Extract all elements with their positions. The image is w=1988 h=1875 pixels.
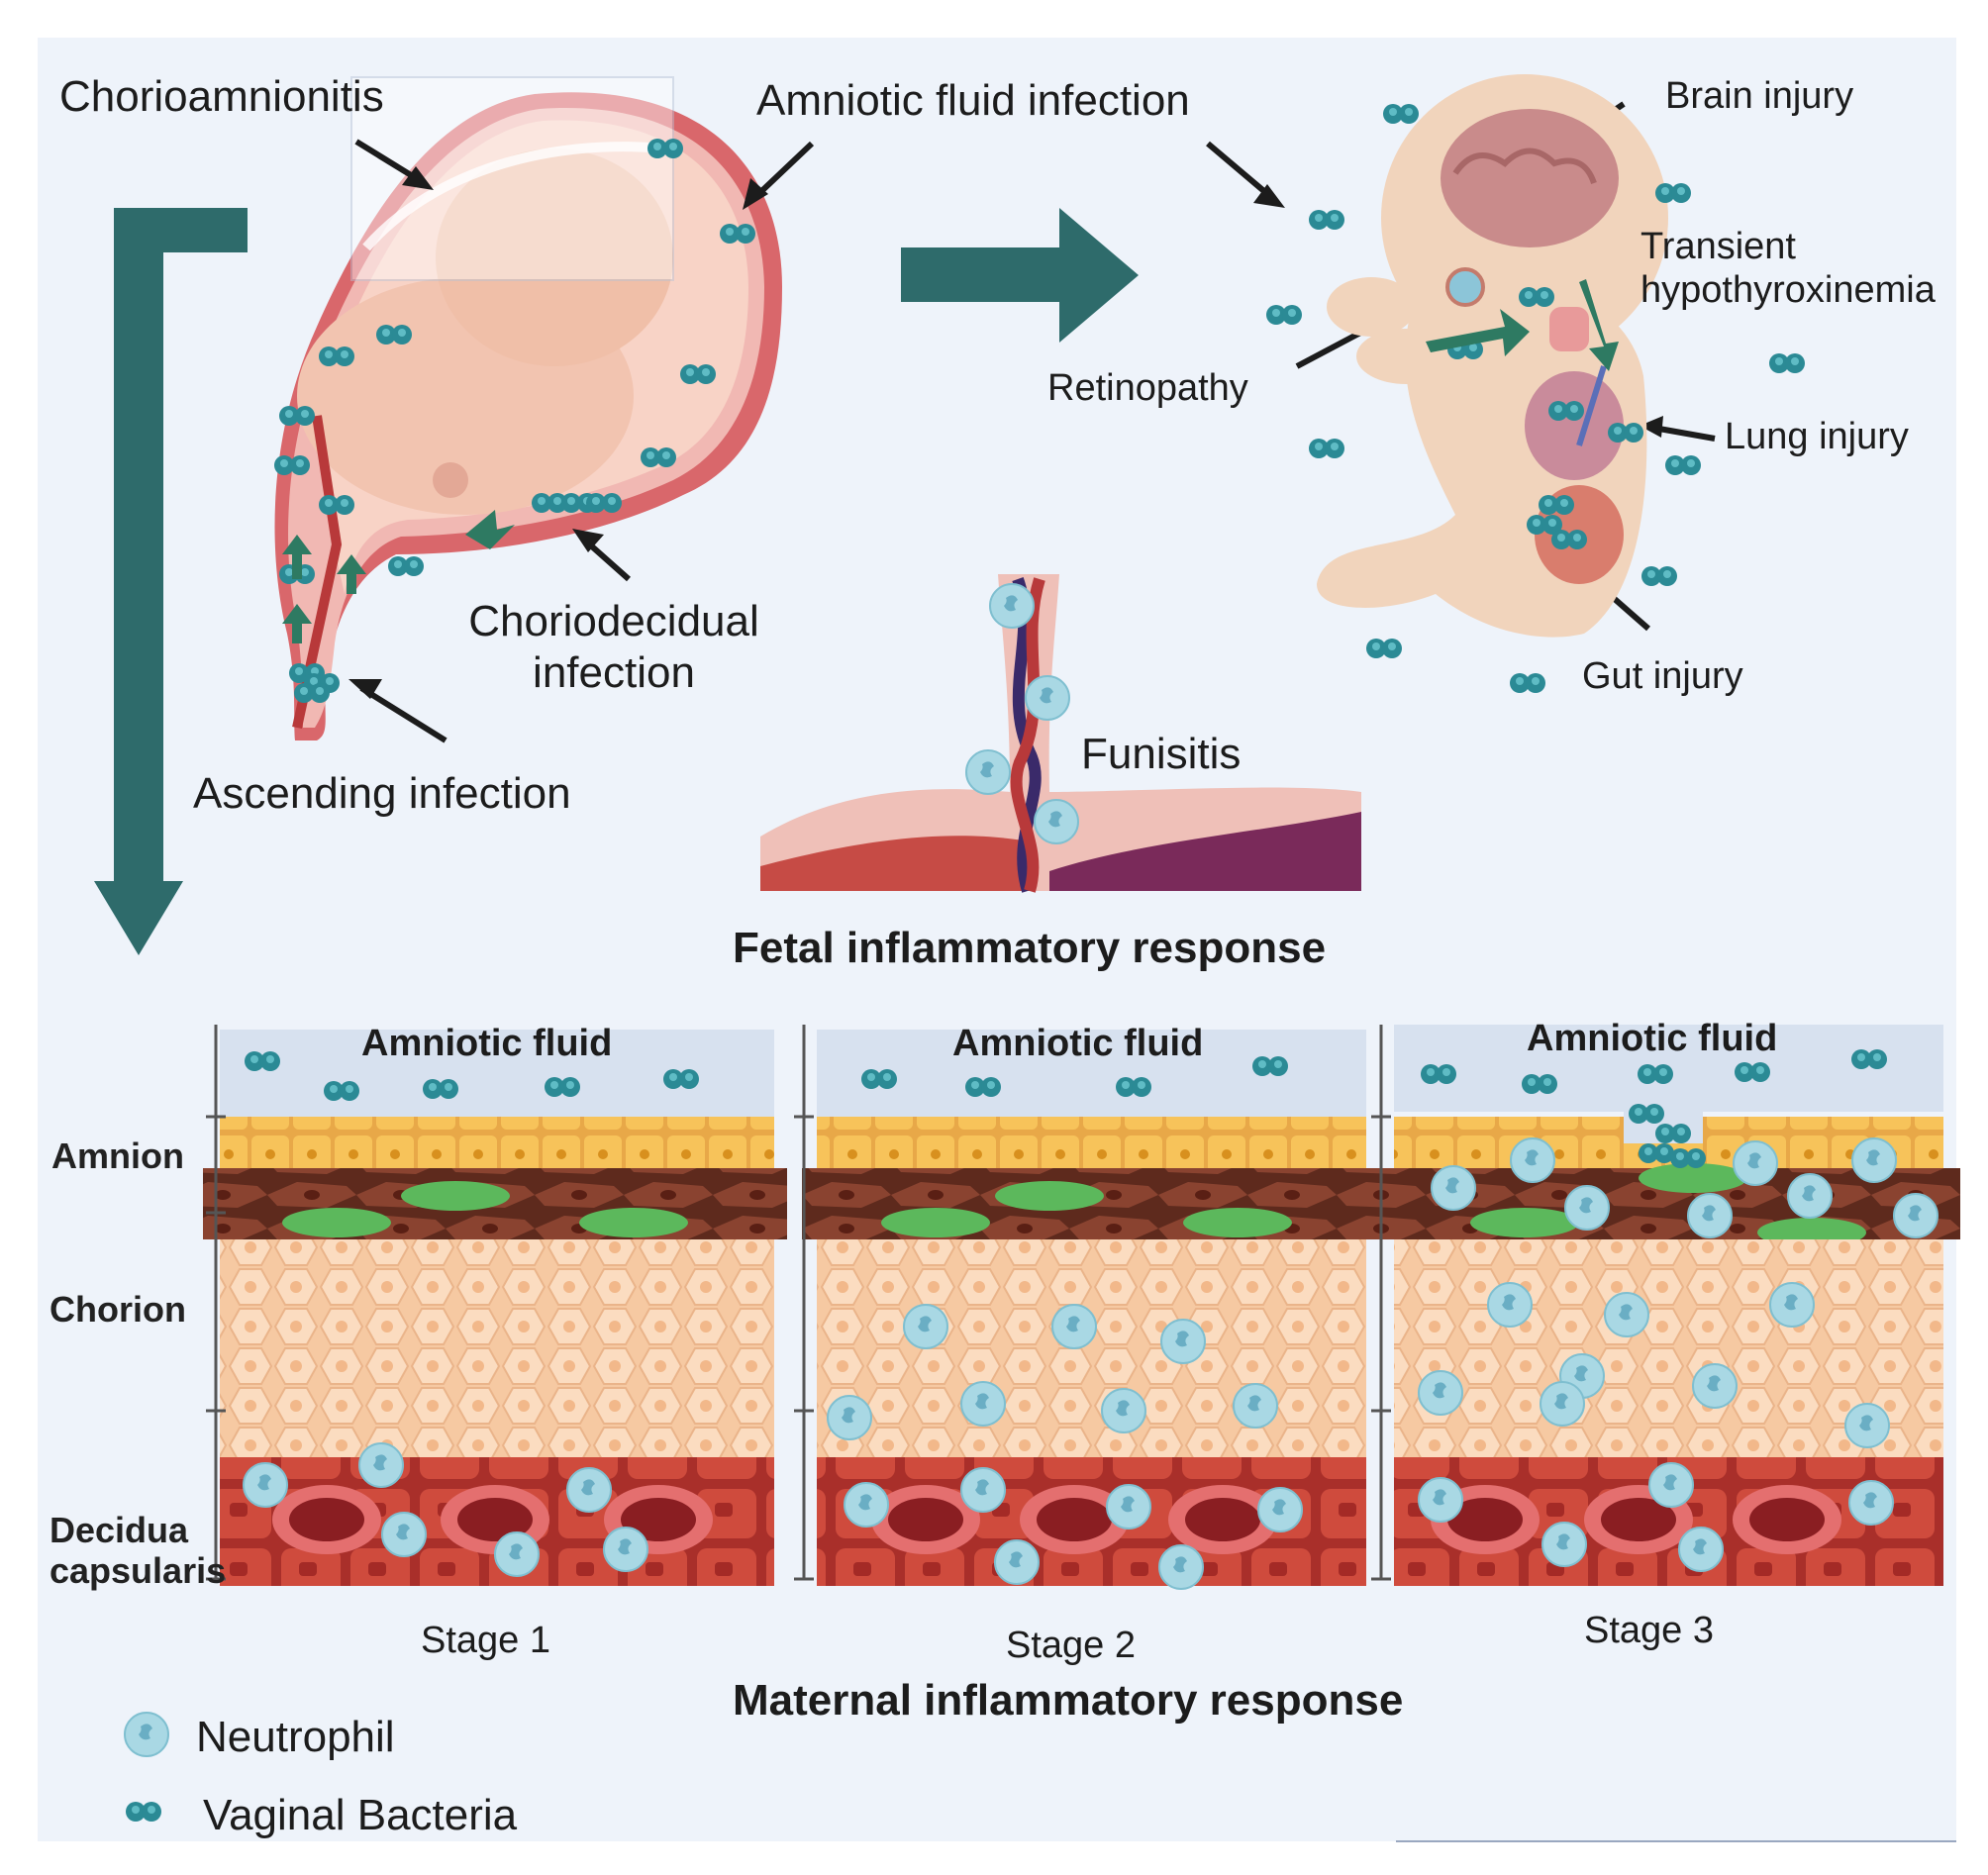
label-decidua-capsularis: Decidua capsularis [50,1510,227,1592]
label-transient-hypothyroxinemia: Transient hypothyroxinemia [1640,226,1936,311]
label-amniotic-fluid-infection: Amniotic fluid infection [756,76,1190,125]
label-amnion: Amnion [51,1135,184,1176]
label-chorioamnionitis: Chorioamnionitis [59,72,384,121]
label-stage-1: Stage 1 [421,1620,550,1661]
label-funisitis: Funisitis [1081,730,1242,778]
legend-bacteria-label: Vaginal Bacteria [203,1791,518,1839]
stage-1-membrane [203,1030,787,1586]
label-chorion: Chorion [50,1289,186,1330]
uterus-illustration [274,76,782,740]
legend-bacteria-icon [126,1802,161,1822]
legend-neutrophil-label: Neutrophil [196,1713,395,1761]
fetal-arrow [901,208,1139,343]
layer-brackets [206,1025,1391,1581]
stage-3-amniotic-fluid: Amniotic fluid [1527,1018,1778,1059]
funisitis-illustration [760,574,1361,893]
maternal-arrow [94,208,248,955]
label-stage-2: Stage 2 [1006,1625,1136,1666]
stage-1-amniotic-fluid: Amniotic fluid [361,1023,613,1064]
label-stage-3: Stage 3 [1584,1610,1714,1651]
label-fetal-response: Fetal inflammatory response [733,924,1327,972]
ascending-arrows [282,510,515,643]
label-maternal-response: Maternal inflammatory response [733,1676,1404,1725]
label-choriodecidual-infection: Choriodecidual infection [468,597,759,697]
label-gut-injury: Gut injury [1582,655,1743,697]
label-ascending-infection: Ascending infection [193,769,571,818]
stage-3-membrane [1381,1025,1960,1586]
stage-2-amniotic-fluid: Amniotic fluid [952,1023,1204,1064]
legend-neutrophil-icon [124,1712,169,1757]
fetus-green-arrows [1426,279,1619,371]
label-retinopathy: Retinopathy [1047,367,1248,409]
label-brain-injury: Brain injury [1665,75,1854,117]
label-lung-injury: Lung injury [1725,416,1909,457]
stage-2-membrane [802,1030,1381,1590]
fetus-illustration [1317,74,1668,638]
